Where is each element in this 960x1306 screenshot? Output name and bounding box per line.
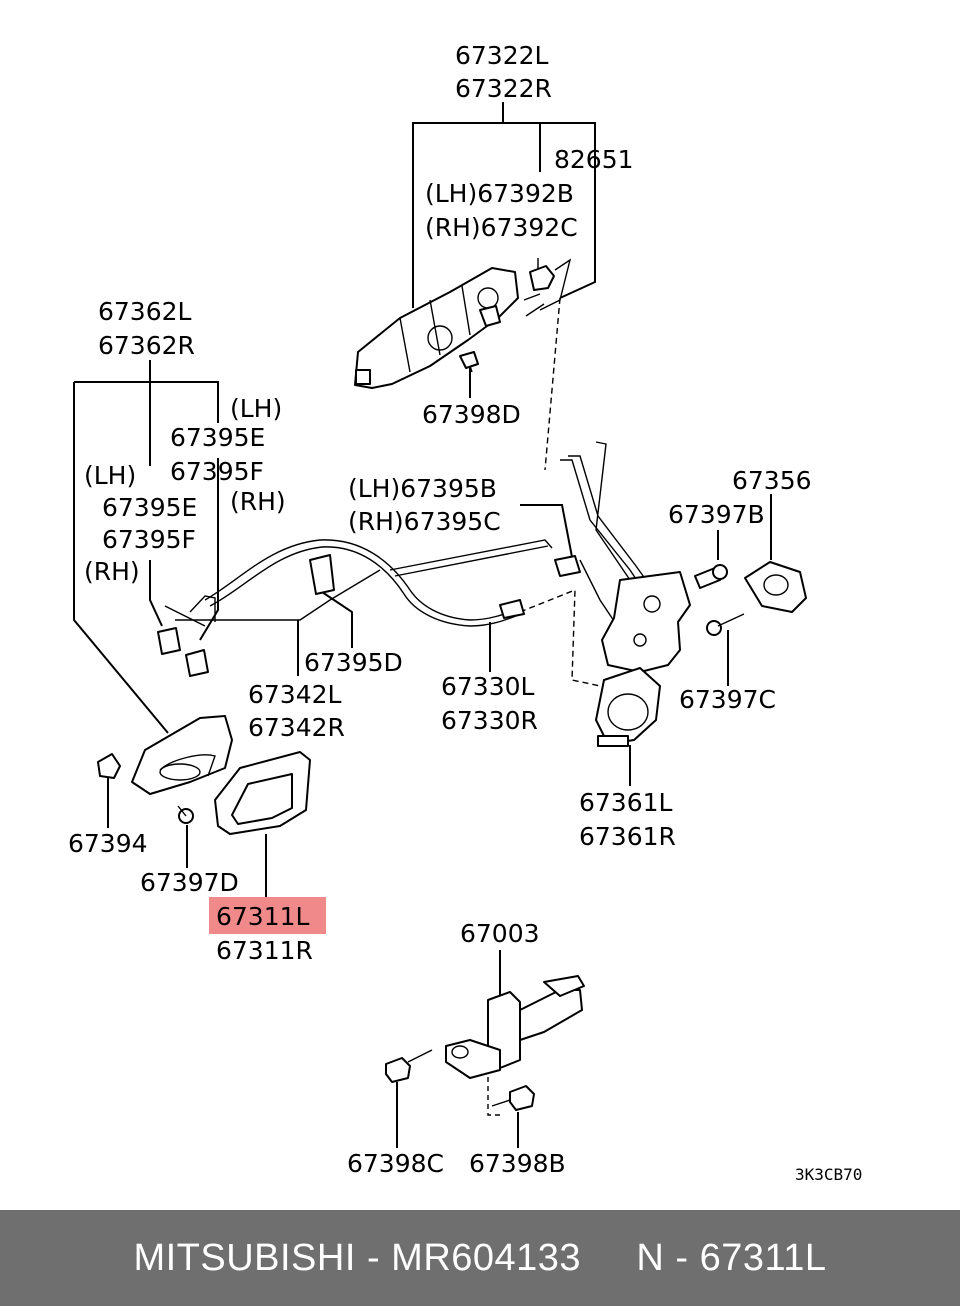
part-labels: 67322L 67322R 82651 (LH)67392B (RH)67392… xyxy=(68,41,862,1184)
label-67330R[interactable]: 67330R xyxy=(441,706,538,735)
label-67397C[interactable]: 67397C xyxy=(679,685,776,714)
label-67392C[interactable]: (RH)67392C xyxy=(425,213,578,242)
label-67311R[interactable]: 67311R xyxy=(216,936,313,965)
outside-handle-part xyxy=(354,267,519,389)
label-67322R[interactable]: 67322R xyxy=(455,74,552,103)
label-67397B[interactable]: 67397B xyxy=(668,500,765,529)
label-67342R[interactable]: 67342R xyxy=(248,713,345,742)
label-67395D[interactable]: 67395D xyxy=(304,648,403,677)
label-67395F-b[interactable]: 67395F xyxy=(102,525,196,554)
label-67362L[interactable]: 67362L xyxy=(98,297,192,326)
parts-diagram: 67322L 67322R 82651 (LH)67392B (RH)67392… xyxy=(68,41,862,1184)
screw-67397C-part xyxy=(706,613,745,636)
label-67311L[interactable]: 67311L xyxy=(216,902,310,931)
highlight-box xyxy=(209,897,326,934)
label-67395F-a[interactable]: 67395F xyxy=(170,457,264,486)
label-67395E-b[interactable]: 67395E xyxy=(102,493,197,522)
door-check-part xyxy=(445,975,585,1079)
footer-bar: MITSUBISHI - MR604133 N - 67311L xyxy=(0,1210,960,1306)
label-67330L[interactable]: 67330L xyxy=(441,672,535,701)
leader-lines xyxy=(73,102,772,1148)
label-67361R[interactable]: 67361R xyxy=(579,822,676,851)
bolt-67398B-part xyxy=(491,1085,535,1111)
screw-67397D-part xyxy=(177,805,194,824)
clip-67392-part xyxy=(523,265,555,317)
label-lh-2: (LH) xyxy=(84,461,136,490)
part-number-caption: MITSUBISHI - MR604133 N - 67311L xyxy=(133,1236,827,1279)
label-82651[interactable]: 82651 xyxy=(554,145,634,174)
label-67395C[interactable]: (RH)67395C xyxy=(348,507,501,536)
clip-67394-part xyxy=(97,753,121,779)
inside-handle-part xyxy=(131,715,233,795)
label-67397D[interactable]: 67397D xyxy=(140,868,239,897)
clips-67395-part xyxy=(157,555,581,677)
striker-part xyxy=(744,561,807,613)
label-67392B[interactable]: (LH)67392B xyxy=(425,179,574,208)
label-67362R[interactable]: 67362R xyxy=(98,331,195,360)
label-rh-1: (RH) xyxy=(230,487,286,516)
bolt-67398C-part xyxy=(385,1049,433,1083)
label-rh-2: (RH) xyxy=(84,557,140,586)
label-67398B[interactable]: 67398B xyxy=(469,1149,566,1178)
label-67398C[interactable]: 67398C xyxy=(347,1149,444,1178)
door-lock-part xyxy=(595,571,691,747)
figure-code: 3K3CB70 xyxy=(795,1165,862,1184)
label-67322L[interactable]: 67322L xyxy=(455,41,549,70)
label-67394[interactable]: 67394 xyxy=(68,829,148,858)
label-67342L[interactable]: 67342L xyxy=(248,680,342,709)
label-67003[interactable]: 67003 xyxy=(460,919,540,948)
cables-part xyxy=(175,539,553,627)
label-lh-1: (LH) xyxy=(230,394,282,423)
label-67398D[interactable]: 67398D xyxy=(422,400,521,429)
label-67361L[interactable]: 67361L xyxy=(579,788,673,817)
label-67395B[interactable]: (LH)67395B xyxy=(348,474,497,503)
label-67395E-a[interactable]: 67395E xyxy=(170,423,265,452)
screw-67397B-part xyxy=(694,564,728,589)
label-67356[interactable]: 67356 xyxy=(732,466,812,495)
screw-67398D-part xyxy=(459,351,479,373)
escutcheon-part xyxy=(214,751,311,835)
